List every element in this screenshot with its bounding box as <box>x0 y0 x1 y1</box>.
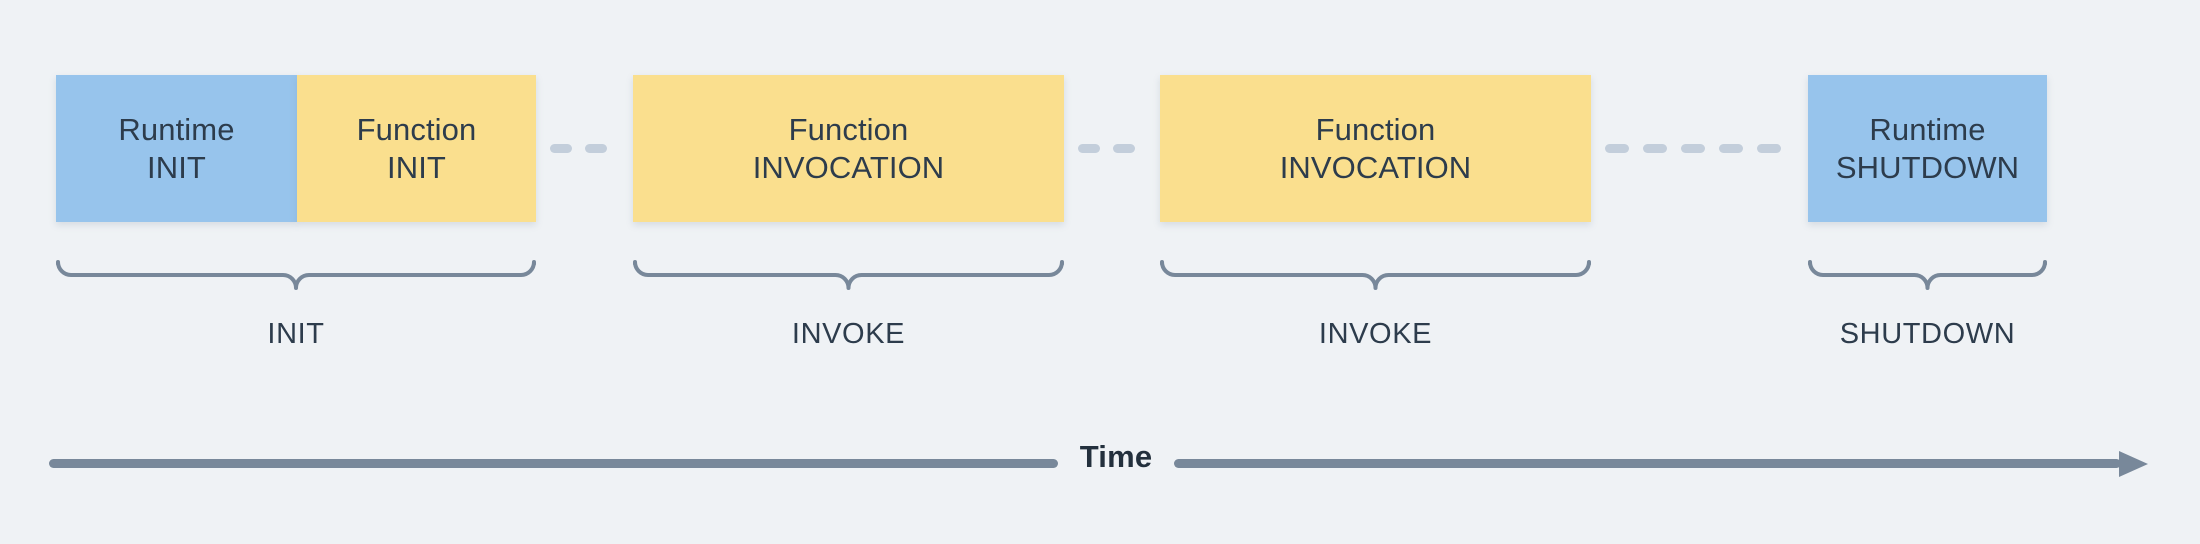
time-axis-arrowhead-icon <box>2119 450 2148 477</box>
phase-box-runtime-init: Runtime INIT <box>56 75 297 222</box>
phase-box-line1: Function <box>356 111 477 147</box>
phase-box-line2: INIT <box>147 149 206 185</box>
phase-box-line1: Function <box>788 111 909 147</box>
dash-segment <box>1605 144 1629 153</box>
brace-invoke-1 <box>633 260 1064 300</box>
time-axis-left-segment <box>49 459 1058 468</box>
phase-box-line1: Runtime <box>118 111 235 147</box>
phase-box-function-invocation-1: Function INVOCATION <box>633 75 1064 222</box>
group-label-invoke-2: INVOKE <box>1318 318 1433 350</box>
phase-box-line2: INVOCATION <box>752 149 945 185</box>
dashed-connector-invoke2-to-shutdown <box>1605 144 1795 153</box>
phase-box-function-init: Function INIT <box>297 75 536 222</box>
dash-segment <box>1719 144 1743 153</box>
brace-init <box>56 260 536 300</box>
phase-box-line2: INIT <box>387 149 446 185</box>
phase-box-function-invocation-2: Function INVOCATION <box>1160 75 1591 222</box>
phase-box-line2: INVOCATION <box>1279 149 1472 185</box>
dash-segment <box>550 144 572 153</box>
dash-segment <box>1078 144 1100 153</box>
brace-invoke-2 <box>1160 260 1591 300</box>
dash-segment <box>585 144 607 153</box>
dash-segment <box>1681 144 1705 153</box>
dash-segment <box>1757 144 1781 153</box>
group-label-init: INIT <box>267 318 325 350</box>
group-label-shutdown: SHUTDOWN <box>1839 318 2016 350</box>
phase-box-runtime-shutdown: Runtime SHUTDOWN <box>1808 75 2047 222</box>
dashed-connector-init-to-invoke1 <box>550 144 620 153</box>
group-label-invoke-1: INVOKE <box>791 318 906 350</box>
dash-segment <box>1113 144 1135 153</box>
brace-shutdown <box>1808 260 2047 300</box>
dash-segment <box>1643 144 1667 153</box>
time-axis-label: Time <box>1079 439 1153 474</box>
phase-box-line1: Function <box>1315 111 1436 147</box>
phase-box-line2: SHUTDOWN <box>1835 149 2020 185</box>
dashed-connector-invoke1-to-invoke2 <box>1078 144 1148 153</box>
time-axis-right-segment <box>1174 459 2121 468</box>
phase-box-line1: Runtime <box>1869 111 1986 147</box>
